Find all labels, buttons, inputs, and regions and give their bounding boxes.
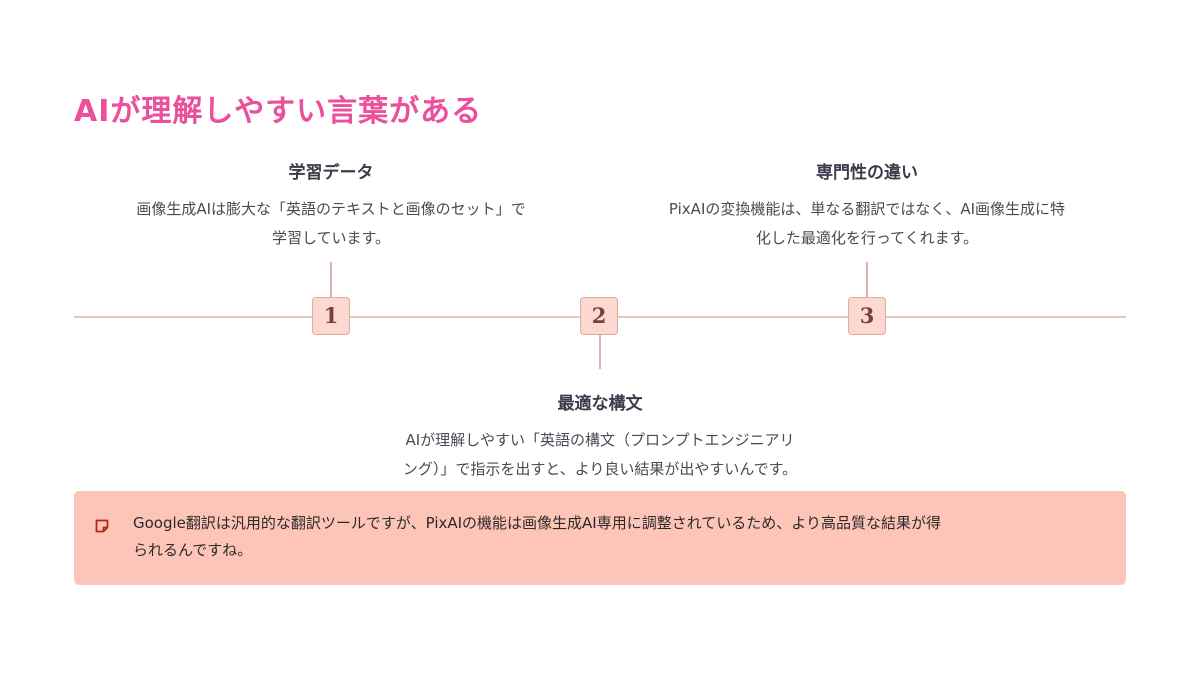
note-text: Google翻訳は汎用的な翻訳ツールですが、PixAIの機能は画像生成AI専用に… [133, 510, 1096, 564]
timeline-item-1: 学習データ 画像生成AIは膨大な「英語のテキストと画像のセット」で 学習していま… [81, 158, 581, 253]
timeline-item-2: 最適な構文 AIが理解しやすい「英語の構文（プロンプトエンジニアリ ング）」で指… [350, 389, 850, 484]
timeline-connector-2 [599, 335, 601, 369]
timeline-item-1-description: 画像生成AIは膨大な「英語のテキストと画像のセット」で 学習しています。 [81, 195, 581, 253]
timeline-item-2-title: 最適な構文 [557, 394, 643, 414]
timeline-marker-2: 2 [580, 297, 618, 335]
timeline-marker-3: 3 [848, 297, 886, 335]
page-title: AIが理解しやすい言葉がある [74, 94, 483, 129]
timeline-item-3-title: 専門性の違い [816, 163, 918, 183]
timeline-item-3-desc-line-1: PixAIの変換機能は、単なる翻訳ではなく、AI画像生成に特 [668, 200, 1066, 218]
timeline-item-3-description: PixAIの変換機能は、単なる翻訳ではなく、AI画像生成に特 化した最適化を行っ… [617, 195, 1117, 253]
timeline-connector-3 [866, 262, 868, 298]
timeline-item-1-desc-line-2: 学習しています。 [271, 229, 391, 247]
timeline-item-3-desc-line-2: 化した最適化を行ってくれます。 [755, 229, 979, 247]
timeline-marker-1: 1 [312, 297, 350, 335]
timeline-item-2-desc-line-1: AIが理解しやすい「英語の構文（プロンプトエンジニアリ [405, 431, 795, 449]
note-callout: Google翻訳は汎用的な翻訳ツールですが、PixAIの機能は画像生成AI専用に… [74, 491, 1126, 585]
timeline-item-2-description: AIが理解しやすい「英語の構文（プロンプトエンジニアリ ング）」で指示を出すと、… [350, 426, 850, 484]
timeline-item-3: 専門性の違い PixAIの変換機能は、単なる翻訳ではなく、AI画像生成に特 化し… [617, 158, 1117, 253]
timeline-connector-1 [330, 262, 332, 298]
note-text-line-2: られるんですね。 [133, 541, 253, 559]
timeline-item-1-desc-line-1: 画像生成AIは膨大な「英語のテキストと画像のセット」で [136, 200, 526, 218]
timeline-item-2-desc-line-2: ング）」で指示を出すと、より良い結果が出やすいんです。 [402, 460, 798, 478]
note-icon [95, 519, 109, 533]
timeline-item-1-title: 学習データ [288, 163, 374, 183]
note-text-line-1: Google翻訳は汎用的な翻訳ツールですが、PixAIの機能は画像生成AI専用に… [133, 514, 941, 532]
